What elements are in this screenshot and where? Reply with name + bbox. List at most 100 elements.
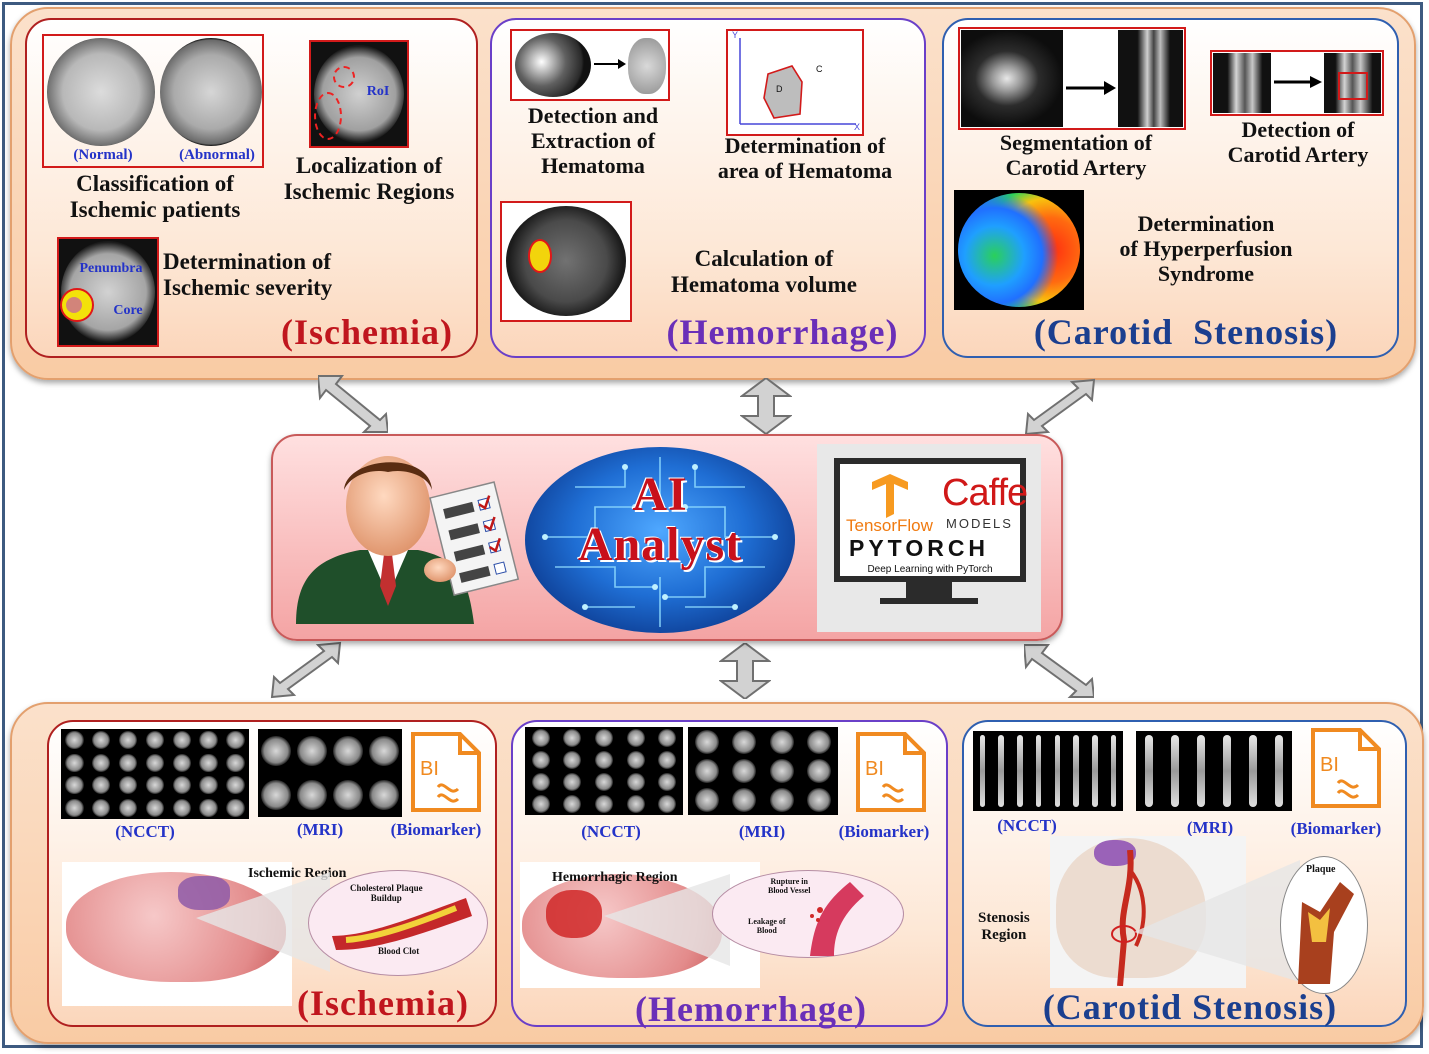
caffe-models-label: MODELS xyxy=(946,516,1013,531)
scan-slice xyxy=(297,780,327,810)
scan-slice xyxy=(594,794,613,813)
bottom-stenosis-title: (Carotid Stenosis) xyxy=(1042,987,1338,1027)
hemorrhage-region-label: Hemorrhagic Region xyxy=(552,870,678,885)
stenosis-bi-label: BI xyxy=(1320,754,1339,776)
scan-slice xyxy=(333,780,363,810)
top-ischemia-title: (Ischemia) xyxy=(281,312,453,352)
scan-slice xyxy=(65,798,84,817)
plaque-line2: Buildup xyxy=(370,893,402,903)
rupture-label: Rupture in Blood Vessel xyxy=(768,877,810,895)
vessel-strip xyxy=(1035,735,1042,807)
bottom-hemorrhage-title: (Hemorrhage) xyxy=(635,989,867,1029)
detection-arrow-icon xyxy=(594,59,626,69)
leak-line1: Leakage of xyxy=(748,917,786,926)
top-stenosis-title: (Carotid Stenosis) xyxy=(1033,312,1339,352)
scan-slice xyxy=(769,788,794,813)
ischemia-mri-label: (MRI) xyxy=(296,820,344,839)
hematoma-volume-region xyxy=(528,239,552,273)
plaque-label: Cholesterol Plaque Buildup xyxy=(350,883,423,903)
severity-line1: Determination of xyxy=(163,249,331,274)
hemorrhage-ncct-label: (NCCT) xyxy=(581,822,641,841)
scan-slice xyxy=(199,753,218,772)
scan-slice xyxy=(531,728,550,747)
stenosis-ncct-grid xyxy=(973,731,1123,811)
scan-slice xyxy=(199,731,218,750)
scan-slice xyxy=(694,788,719,813)
scan-slice xyxy=(626,728,645,747)
scan-slice xyxy=(531,794,550,813)
vessel-strip xyxy=(1275,735,1283,807)
severity-label: Determination of Ischemic severity xyxy=(163,249,388,301)
scan-slice xyxy=(807,729,832,754)
segmentation-output-scan xyxy=(1118,30,1183,127)
classification-label: Classification of Ischemic patients xyxy=(40,171,270,223)
ischemia-callout xyxy=(196,872,330,972)
volume-label: Calculation of Hematoma volume xyxy=(634,246,894,298)
scan-slice xyxy=(563,794,582,813)
stenosis-biomarker-label: (Biomarker) xyxy=(1290,819,1382,838)
clot-label: Blood Clot xyxy=(378,946,420,956)
localization-line1: Localization of xyxy=(295,153,443,178)
carotid-output-scan xyxy=(1324,53,1381,113)
scan-slice xyxy=(769,729,794,754)
area-plot-box xyxy=(726,29,864,136)
ischemia-bi-label: BI xyxy=(420,758,439,780)
axis-x-label: X xyxy=(854,122,861,132)
scan-slice xyxy=(594,772,613,791)
detection-label: Detection and Extraction of Hematoma xyxy=(498,103,688,179)
classification-scan-box xyxy=(42,34,264,168)
scan-slice xyxy=(145,731,165,750)
vessel-strip xyxy=(1110,735,1117,807)
scan-slice xyxy=(807,788,832,813)
vessel-strip xyxy=(1171,735,1179,807)
scan-slice xyxy=(732,758,757,784)
scan-slice xyxy=(118,753,138,772)
scan-slice xyxy=(92,753,111,772)
scan-slice xyxy=(594,750,613,769)
perfusion-brain xyxy=(958,193,1080,307)
leak-line2: Blood xyxy=(756,926,777,935)
scan-slice xyxy=(172,753,192,772)
severity-line2: Ischemic severity xyxy=(163,274,333,300)
scan-slice xyxy=(172,731,192,750)
scan-slice xyxy=(531,750,550,769)
scan-slice xyxy=(531,772,550,791)
hyper-line3: Syndrome xyxy=(1157,260,1255,286)
stenosis-mri-grid xyxy=(1136,731,1292,811)
classification-line2: Ischemic patients xyxy=(69,196,241,222)
hyper-line1: Determination xyxy=(1137,211,1275,236)
scan-slice xyxy=(65,731,84,750)
scan-slice xyxy=(732,788,757,813)
scan-slice xyxy=(694,729,719,754)
scan-slice xyxy=(145,776,165,795)
scan-slice xyxy=(226,753,245,772)
double-arrow-icon-bottom-right xyxy=(1024,644,1094,698)
vessel-strip xyxy=(979,735,986,807)
area-mark-d: D xyxy=(776,84,783,94)
localization-label: Localization of Ischemic Regions xyxy=(262,153,476,205)
normal-label: (Normal) xyxy=(73,147,133,163)
scan-slice xyxy=(658,794,677,813)
scan-slice xyxy=(658,750,677,769)
stenosis-callout xyxy=(1134,860,1300,982)
hemorrhage-mri-label: (MRI) xyxy=(738,822,786,841)
double-arrow-icon-top-left xyxy=(318,375,388,433)
extracted-hematoma xyxy=(628,38,666,94)
vessel-strip xyxy=(1054,735,1061,807)
plaque-line1: Cholesterol Plaque xyxy=(350,883,423,893)
ai-title: AI Analyst xyxy=(525,468,795,571)
ai-line1: AI xyxy=(632,468,688,521)
scan-slice xyxy=(118,731,138,750)
hemorrhage-mri-grid xyxy=(688,727,838,815)
rupture-line2: Blood Vessel xyxy=(768,886,811,895)
area-mark-c: C xyxy=(816,64,823,74)
ischemia-ncct-label: (NCCT) xyxy=(115,822,175,841)
vessel-strip xyxy=(998,735,1004,807)
double-arrow-icon-top-right xyxy=(1024,378,1096,436)
caffe-label: Caffe xyxy=(942,472,1028,514)
scan-slice xyxy=(769,758,794,784)
volume-line1: Calculation of xyxy=(694,246,834,271)
area-line2: area of Hematoma xyxy=(717,157,893,183)
scan-slice xyxy=(369,736,399,766)
ischemia-biomarker-label: (Biomarker) xyxy=(390,820,482,839)
